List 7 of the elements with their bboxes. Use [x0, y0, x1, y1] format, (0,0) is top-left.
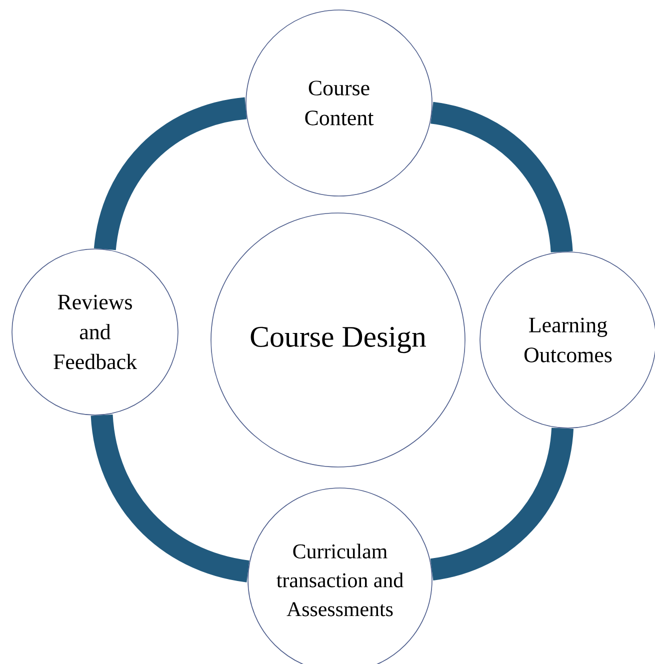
circle-node: Course Content	[246, 10, 432, 196]
ring-segment	[430, 102, 573, 254]
circle-node: Reviews and Feedback	[12, 248, 178, 416]
ring-segment	[90, 414, 250, 582]
circle-node: Course Design	[210, 212, 466, 468]
ring-segment	[430, 427, 574, 580]
ring-segment	[94, 97, 248, 251]
